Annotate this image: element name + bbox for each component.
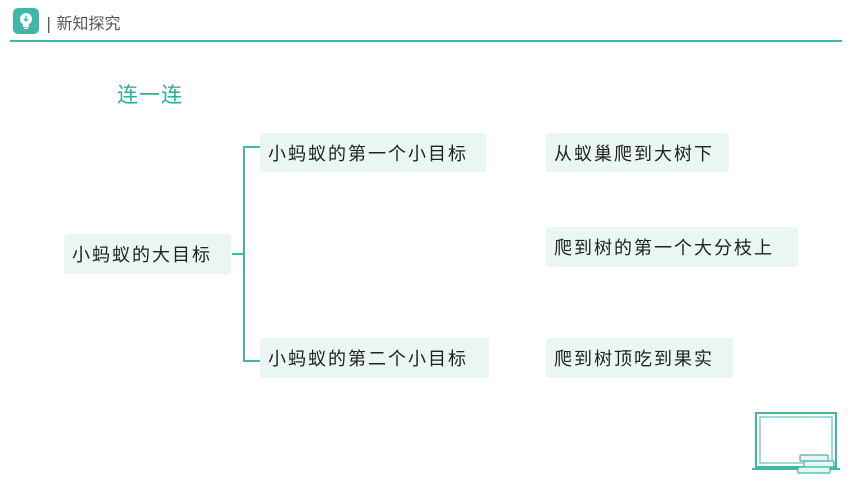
books-icon: [797, 454, 835, 474]
option-box-3[interactable]: 爬到树顶吃到果实: [546, 338, 733, 378]
child-goal-box-2: 小蚂蚁的第二个小目标: [260, 338, 489, 378]
lightbulb-icon: [20, 13, 32, 29]
bracket-connector: [232, 146, 260, 362]
blackboard-icon: [752, 412, 840, 474]
option-box-2[interactable]: 爬到树的第一个大分枝上: [546, 227, 798, 267]
lightbulb-logo: [13, 8, 39, 34]
option-box-1[interactable]: 从蚁巢爬到大树下: [546, 133, 729, 172]
header-divider: [10, 40, 842, 42]
task-title: 连一连: [117, 83, 183, 107]
child-goal-box-1: 小蚂蚁的第一个小目标: [260, 133, 486, 172]
root-goal-box: 小蚂蚁的大目标: [64, 234, 231, 274]
section-title: | 新知探究: [46, 14, 121, 33]
